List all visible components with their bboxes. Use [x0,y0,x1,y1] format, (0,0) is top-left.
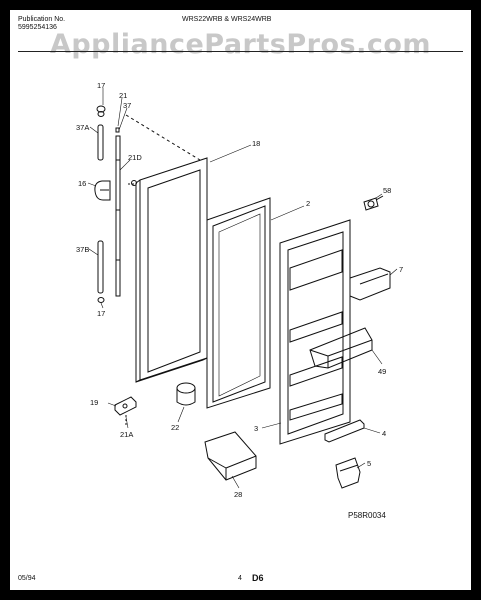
footer-page-number: 4 [238,575,242,582]
lower-hinge [114,396,137,416]
callout-37a: 37A [76,123,89,132]
parts-diagram-page: Publication No. 5995254136 WRS22WRB & WR… [10,10,471,590]
callout-2: 2 [306,199,310,208]
figure-code: P58R0034 [348,511,386,520]
callout-21: 21 [119,91,127,100]
exploded-view-diagram: 17 21 37 37A 21D 16 18 37B 17 2 58 7 49 … [76,81,403,520]
footer-date: 05/94 [18,575,36,582]
handle-parts [94,105,137,303]
callout-21d: 21D [128,153,142,162]
callout-28: 28 [234,490,242,499]
callout-18: 18 [252,139,260,148]
door-shelf [309,327,373,369]
model-numbers: WRS22WRB & WRS24WRB [182,16,272,23]
callout-37b: 37B [76,245,89,254]
screw-part [363,195,384,211]
callout-16: 16 [78,179,86,188]
publication-number: 5995254136 [18,24,57,31]
header-rule [18,51,463,52]
callout-19: 19 [90,398,98,407]
callout-22: 22 [171,423,179,432]
callout-21a: 21A [120,430,133,439]
publication-label: Publication No. [18,16,66,23]
footer-section: D6 [252,573,264,583]
hinge-cap [176,382,196,406]
callout-7: 7 [399,265,403,274]
door-gasket [206,197,271,409]
upper-door-bin [349,267,391,301]
callout-58: 58 [383,186,391,195]
callout-17-top: 17 [97,81,105,90]
callout-5: 5 [367,459,371,468]
watermark: AppliancePartsPros.com [49,29,432,60]
callout-49: 49 [378,367,386,376]
bottom-tray [204,431,257,481]
callout-17-bottom: 17 [97,309,105,318]
callout-37: 37 [123,101,131,110]
door-liner [279,219,351,445]
dairy-bin [335,457,361,489]
callout-3: 3 [254,424,258,433]
callout-4: 4 [382,429,386,438]
door-frame [135,157,208,383]
